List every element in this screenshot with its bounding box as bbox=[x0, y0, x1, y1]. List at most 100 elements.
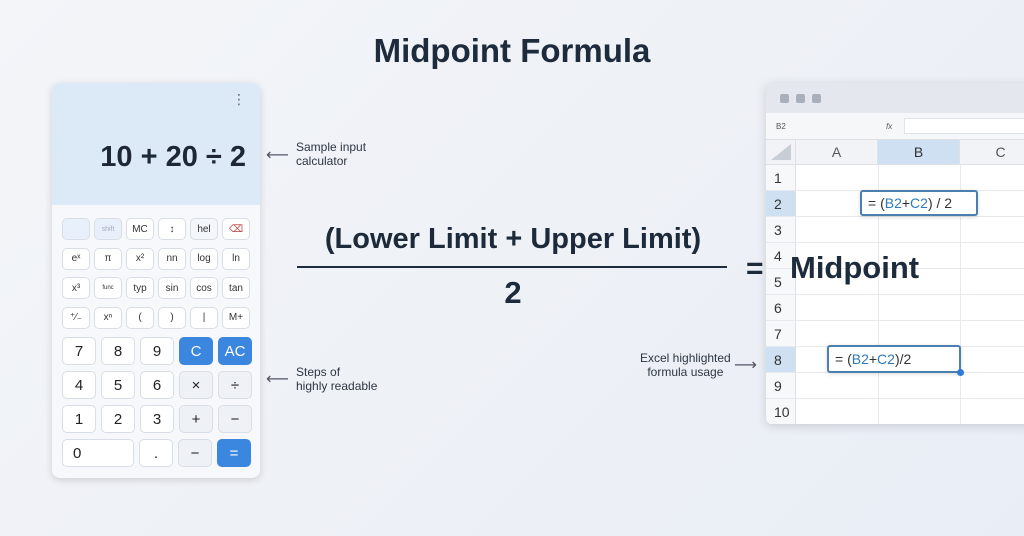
key-sci[interactable]: ) bbox=[158, 306, 186, 329]
key-sci[interactable]: MC bbox=[126, 218, 154, 240]
arrow-left-icon: ⟵ bbox=[266, 371, 289, 388]
formula-bar: B2 fx bbox=[766, 113, 1024, 140]
gridline bbox=[878, 165, 879, 424]
cell-ref: C2 bbox=[910, 195, 928, 211]
result: Midpoint bbox=[790, 250, 920, 285]
gridline bbox=[796, 320, 1024, 321]
key-sci[interactable]: π bbox=[94, 247, 122, 270]
key-sci[interactable]: tan bbox=[222, 277, 250, 299]
row-header[interactable]: 5 bbox=[766, 269, 796, 295]
expression: 10 + 20 ÷ 2 bbox=[100, 141, 246, 173]
cell-ref: C2 bbox=[877, 351, 895, 367]
name-box[interactable]: B2 bbox=[776, 122, 786, 131]
page-title: Midpoint Formula bbox=[373, 32, 651, 69]
cell-ref: B2 bbox=[851, 351, 869, 367]
window-control-icon[interactable] bbox=[780, 94, 789, 103]
fx-icon: fx bbox=[886, 122, 893, 131]
formula-text: + bbox=[901, 195, 911, 211]
key-sci[interactable]: typ bbox=[126, 277, 154, 299]
cell-ref: B2 bbox=[884, 195, 902, 211]
key-sci[interactable]: ( bbox=[126, 306, 154, 329]
key[interactable]: 9 bbox=[140, 337, 174, 365]
key[interactable]: AC bbox=[218, 337, 252, 365]
key-sci[interactable]: shift bbox=[94, 218, 122, 240]
gridline bbox=[960, 165, 961, 424]
key-sci[interactable]: x³ bbox=[62, 277, 90, 299]
gridline bbox=[796, 242, 1024, 243]
gridline bbox=[796, 216, 1024, 217]
cell-b8-formula[interactable]: = (B2 + C2)/2 bbox=[827, 345, 961, 373]
annotation-line: Excel highlighted bbox=[640, 351, 731, 365]
column-header-a[interactable]: A bbox=[796, 140, 878, 165]
key-sci[interactable]: | bbox=[190, 306, 218, 329]
row-header[interactable]: 4 bbox=[766, 243, 796, 269]
row-header[interactable]: 3 bbox=[766, 217, 796, 243]
key[interactable]: × bbox=[179, 371, 213, 399]
key-sci[interactable]: ⌫ bbox=[222, 218, 250, 240]
calculator-display: ⋮ 10 + 20 ÷ 2 bbox=[52, 83, 260, 205]
annotation-line: calculator bbox=[296, 154, 348, 168]
key-sci[interactable]: x² bbox=[126, 247, 154, 270]
gridline bbox=[796, 398, 1024, 399]
window-control-icon[interactable] bbox=[796, 94, 805, 103]
formula-text: = ( bbox=[835, 351, 852, 367]
key[interactable]: ÷ bbox=[218, 371, 252, 399]
key-sci[interactable] bbox=[62, 218, 90, 240]
select-all-corner[interactable] bbox=[766, 140, 796, 165]
key[interactable]: − bbox=[178, 439, 212, 467]
key[interactable]: 1 bbox=[62, 405, 96, 433]
key-sci[interactable]: M+ bbox=[222, 306, 250, 329]
key-sci[interactable]: cos bbox=[190, 277, 218, 299]
key[interactable]: + bbox=[179, 405, 213, 433]
equals-sign: = bbox=[746, 252, 764, 285]
formula-input[interactable] bbox=[904, 118, 1024, 134]
annotation-line: Sample input bbox=[296, 140, 367, 154]
denominator: 2 bbox=[504, 275, 522, 310]
key[interactable]: . bbox=[139, 439, 173, 467]
formula-text: = ( bbox=[868, 195, 885, 211]
key[interactable]: 3 bbox=[140, 405, 174, 433]
key-sci[interactable]: hel bbox=[190, 218, 218, 240]
row-header[interactable]: 9 bbox=[766, 373, 796, 399]
key-sci[interactable]: ↕ bbox=[158, 218, 186, 240]
key[interactable]: C bbox=[179, 337, 213, 365]
row-header[interactable]: 8 bbox=[766, 347, 796, 373]
key[interactable]: 8 bbox=[101, 337, 135, 365]
numerator: (Lower Limit + Upper Limit) bbox=[324, 223, 702, 255]
column-header-c[interactable]: C bbox=[960, 140, 1024, 165]
key[interactable]: = bbox=[217, 439, 251, 467]
fill-handle[interactable] bbox=[957, 369, 964, 376]
key[interactable]: 4 bbox=[62, 371, 96, 399]
key-sci[interactable]: ln bbox=[222, 247, 250, 270]
key[interactable]: − bbox=[218, 405, 252, 433]
row-header[interactable]: 2 bbox=[766, 191, 796, 217]
key-sci[interactable]: eˣ bbox=[62, 247, 90, 270]
cell-b2-formula[interactable]: = (B2 + C2) / 2 bbox=[860, 190, 978, 216]
key-sci[interactable]: xⁿ bbox=[94, 306, 122, 329]
key-sci[interactable]: nn bbox=[158, 247, 186, 270]
arrow-left-icon: ⟵ bbox=[266, 147, 289, 164]
key[interactable]: 5 bbox=[101, 371, 135, 399]
key[interactable]: 0 bbox=[62, 439, 134, 467]
row-header[interactable]: 6 bbox=[766, 295, 796, 321]
window-control-icon[interactable] bbox=[812, 94, 821, 103]
key[interactable]: 7 bbox=[62, 337, 96, 365]
key-sci[interactable]: log bbox=[190, 247, 218, 270]
row-header[interactable]: 1 bbox=[766, 165, 796, 191]
annotation-line: Steps of bbox=[296, 365, 341, 379]
key-sci[interactable]: ⁺⁄₋ bbox=[62, 306, 90, 329]
more-menu-icon[interactable]: ⋮ bbox=[232, 91, 246, 107]
row-header[interactable]: 10 bbox=[766, 399, 796, 424]
key[interactable]: 2 bbox=[101, 405, 135, 433]
column-header-b[interactable]: B bbox=[878, 140, 960, 165]
key-sci[interactable]: sin bbox=[158, 277, 186, 299]
key-sci[interactable]: func bbox=[94, 277, 122, 299]
row-header[interactable]: 7 bbox=[766, 321, 796, 347]
gridline bbox=[796, 294, 1024, 295]
annotation-line: highly readable bbox=[296, 379, 378, 393]
key[interactable]: 6 bbox=[140, 371, 174, 399]
